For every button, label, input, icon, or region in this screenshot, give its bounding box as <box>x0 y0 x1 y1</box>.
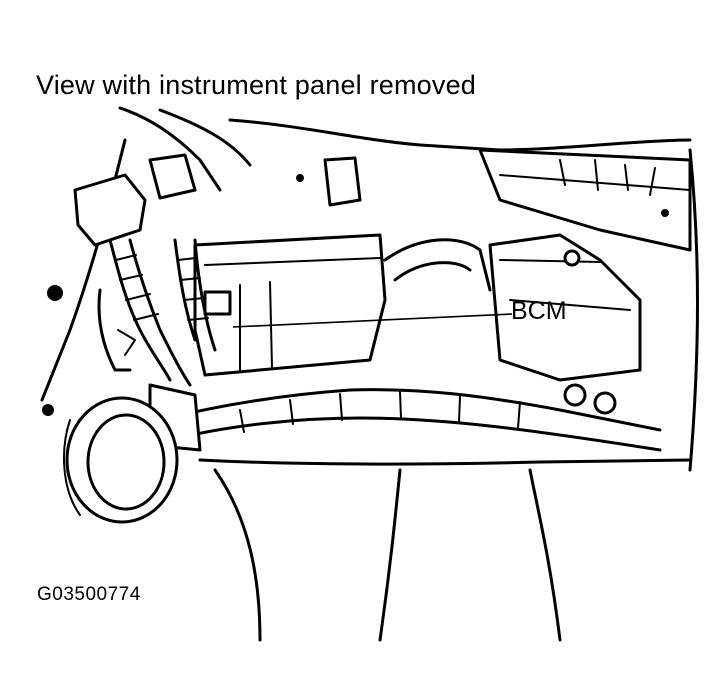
relay-small <box>148 153 197 200</box>
bcm-callout-label: BCM <box>511 297 567 325</box>
diagram-title: View with instrument panel removed <box>36 70 477 100</box>
relay-block <box>73 173 147 247</box>
bcm-module <box>193 233 387 377</box>
bcm-leader-line <box>232 313 513 328</box>
figure-id: G03500774 <box>37 584 141 605</box>
connector-top <box>323 156 362 207</box>
